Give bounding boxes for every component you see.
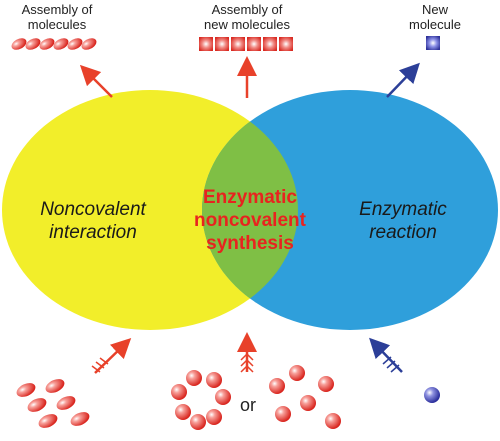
molecule-ring-cluster	[171, 370, 231, 430]
noncovalent-interaction-label: Noncovalent interaction	[40, 199, 146, 243]
dispersed-spheres-right	[269, 365, 341, 429]
dispersed-molecules-left	[16, 379, 90, 428]
enzymatic-noncovalent-synthesis-label: Enzymatic noncovalent synthesis	[194, 187, 306, 254]
arrow-from-right-molecule	[369, 337, 403, 373]
arrow-to-molecule-assembly	[79, 64, 113, 98]
label-new-molecule: New molecule	[408, 2, 462, 32]
arrow-from-center-molecules	[237, 332, 257, 373]
new-molecule-assembly-row	[199, 37, 293, 51]
label-assembly-of-molecules: Assembly of molecules	[21, 2, 93, 32]
single-blue-molecule	[424, 387, 440, 403]
enzymatic-reaction-label: Enzymatic reaction	[359, 199, 447, 243]
molecule-assembly-chain	[11, 38, 97, 50]
overlap-region	[202, 90, 298, 330]
label-assembly-of-new-molecules: Assembly of new molecules	[204, 2, 290, 32]
new-molecule-square	[426, 36, 440, 50]
arrow-to-new-molecule	[386, 62, 420, 98]
arrow-from-left-molecules	[91, 338, 132, 374]
or-connector: or	[240, 395, 257, 415]
